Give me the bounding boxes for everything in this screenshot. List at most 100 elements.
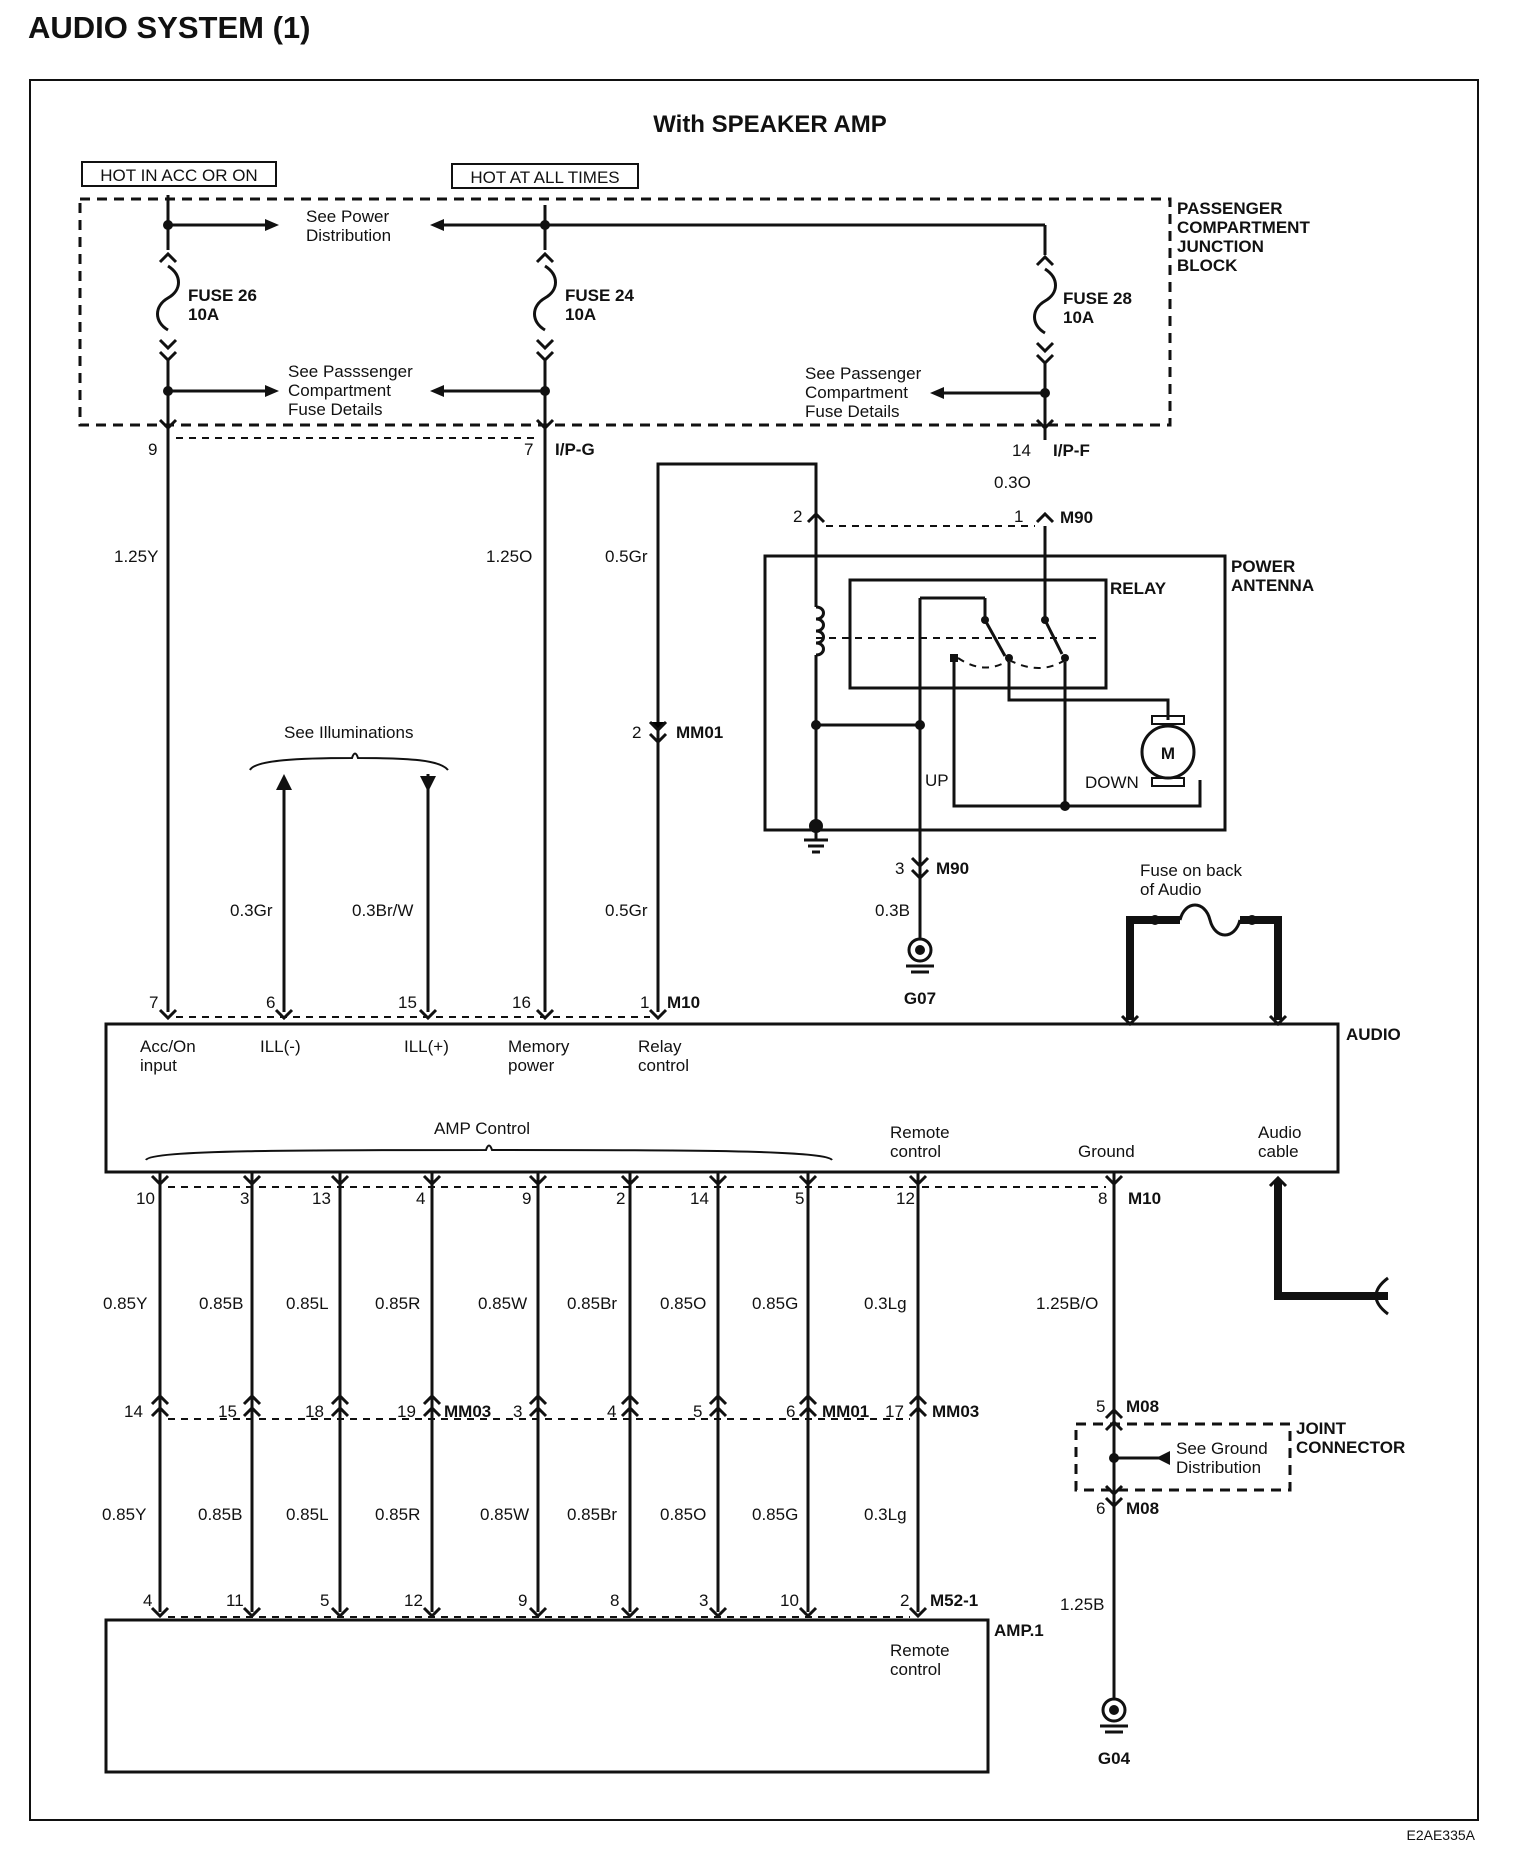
audio-top-connector xyxy=(158,1008,668,1021)
fuse-back-ref-2: of Audio xyxy=(1140,880,1201,899)
amp-bus-wires xyxy=(158,1172,920,1612)
fuse-24 xyxy=(533,251,557,363)
audio-pin-name: Ground xyxy=(1078,1142,1135,1161)
pin-label: 4 xyxy=(607,1402,616,1421)
relay-contact-arm-2 xyxy=(983,619,1007,657)
up-label: UP xyxy=(925,771,949,790)
pin-label: 6 xyxy=(786,1402,795,1421)
audio-pin-name: power xyxy=(508,1056,555,1075)
connector-label: M90 xyxy=(1060,508,1093,527)
relay-control-wire xyxy=(656,462,818,1012)
power-antenna-label-2: ANTENNA xyxy=(1231,576,1314,595)
wire-code: 0.85O xyxy=(660,1294,706,1313)
audio-pin-name: ILL(-) xyxy=(260,1037,301,1056)
connector-label: M08 xyxy=(1126,1397,1159,1416)
amp-pin-name: Remote xyxy=(890,1641,950,1660)
wire-code: 0.3B xyxy=(875,901,910,920)
connector-label: MM03 xyxy=(444,1402,491,1421)
pin-label: 10 xyxy=(780,1591,799,1610)
wire-code: 0.85R xyxy=(375,1505,420,1524)
contact-throw xyxy=(957,657,1010,669)
wire-code: 0.3Lg xyxy=(864,1505,907,1524)
audio-pin-name: cable xyxy=(1258,1142,1299,1161)
audio-pin-name: control xyxy=(638,1056,689,1075)
wire-code: 1.25Y xyxy=(114,547,158,566)
fuse24-name: FUSE 24 xyxy=(565,286,635,305)
connector-label: M52-1 xyxy=(930,1591,978,1610)
pin-label: 19 xyxy=(397,1402,416,1421)
junction-block-label-2: COMPARTMENT xyxy=(1177,218,1310,237)
wire-code: 0.85Br xyxy=(567,1294,617,1313)
pin-label: 3 xyxy=(895,859,904,878)
junction-block-label-3: JUNCTION xyxy=(1177,237,1264,256)
amp-unit xyxy=(104,1618,990,1774)
ground-g04-label: G04 xyxy=(1098,1749,1131,1768)
cable-break-icon xyxy=(1374,1276,1389,1316)
fuse28-name: FUSE 28 xyxy=(1063,289,1132,308)
connector-label: M90 xyxy=(936,859,969,878)
fuse26-rating: 10A xyxy=(188,305,219,324)
relay-label: RELAY xyxy=(1110,579,1167,598)
fuse26-name: FUSE 26 xyxy=(188,286,257,305)
connector-label: I/P-F xyxy=(1053,441,1090,460)
wire-code: 0.85L xyxy=(286,1505,329,1524)
connector-label: I/P-G xyxy=(555,440,595,459)
audio-pin-name: Acc/On xyxy=(140,1037,196,1056)
wire-code: 1.25B xyxy=(1060,1595,1104,1614)
arrow-left-icon xyxy=(930,387,944,399)
splice-dot xyxy=(540,220,550,230)
jb-connector-pins xyxy=(158,418,1055,439)
contact-dot xyxy=(1150,915,1160,925)
always-supply-box xyxy=(451,163,639,189)
ground-ref-2: Distribution xyxy=(1176,1458,1261,1477)
pin-label: 5 xyxy=(693,1402,702,1421)
joint-connector-label-2: CONNECTOR xyxy=(1296,1438,1405,1457)
pin-label: 7 xyxy=(524,440,533,459)
pin-label: 18 xyxy=(305,1402,324,1421)
pin-label: 2 xyxy=(632,723,641,742)
motor-label: M xyxy=(1161,744,1175,763)
acc-supply-box xyxy=(81,161,277,187)
fuse-ref-right-3: Fuse Details xyxy=(805,402,899,421)
contact-throw xyxy=(1008,659,1066,669)
fuse-26 xyxy=(156,251,180,363)
audio-pin-name: input xyxy=(140,1056,177,1075)
contact-dot xyxy=(1247,915,1257,925)
connector-label: M10 xyxy=(1128,1189,1161,1208)
pin-arrow xyxy=(1268,1175,1288,1188)
diagram-subtitle: With SPEAKER AMP xyxy=(653,111,887,138)
connector-label: M10 xyxy=(667,993,700,1012)
m90-top-connector xyxy=(806,511,1055,527)
mid-inline-connector xyxy=(150,1393,928,1420)
wire-code: 0.85W xyxy=(478,1294,527,1313)
arrow-up-icon xyxy=(276,774,292,790)
audio-fuse-link-right xyxy=(1240,916,1282,1020)
pin-label: 4 xyxy=(143,1591,152,1610)
audio-bottom-connector xyxy=(150,1174,1124,1188)
wire-code: 0.3O xyxy=(994,473,1031,492)
splice-dot xyxy=(163,220,173,230)
illum-ref: See Illuminations xyxy=(284,723,413,742)
audio-fuse-link-left xyxy=(1126,916,1180,1020)
pin-label: 11 xyxy=(226,1591,244,1610)
pin-label: 5 xyxy=(320,1591,329,1610)
pin-label: 4 xyxy=(416,1189,425,1208)
fuse-back-ref-1: Fuse on back xyxy=(1140,861,1243,880)
arrow-left-icon xyxy=(1156,1451,1170,1465)
audio-pin-name: ILL(+) xyxy=(404,1037,449,1056)
power-antenna-label-1: POWER xyxy=(1231,557,1295,576)
pin-label: 17 xyxy=(885,1402,904,1421)
page-title: AUDIO SYSTEM (1) xyxy=(28,10,310,45)
relay-coil xyxy=(815,605,825,657)
ground-g07-label: G07 xyxy=(904,989,936,1008)
junction-block-boundary xyxy=(78,197,1172,427)
power-ref-2: Distribution xyxy=(306,226,391,245)
pin-label: 2 xyxy=(793,507,802,526)
pin-label: 1 xyxy=(640,993,649,1012)
junction-block-label-1: PASSENGER xyxy=(1177,199,1283,218)
fuse28-rating: 10A xyxy=(1063,308,1094,327)
down-label: DOWN xyxy=(1085,773,1139,792)
acc-supply-label: HOT IN ACC OR ON xyxy=(100,166,257,185)
pin-label: 2 xyxy=(616,1189,625,1208)
